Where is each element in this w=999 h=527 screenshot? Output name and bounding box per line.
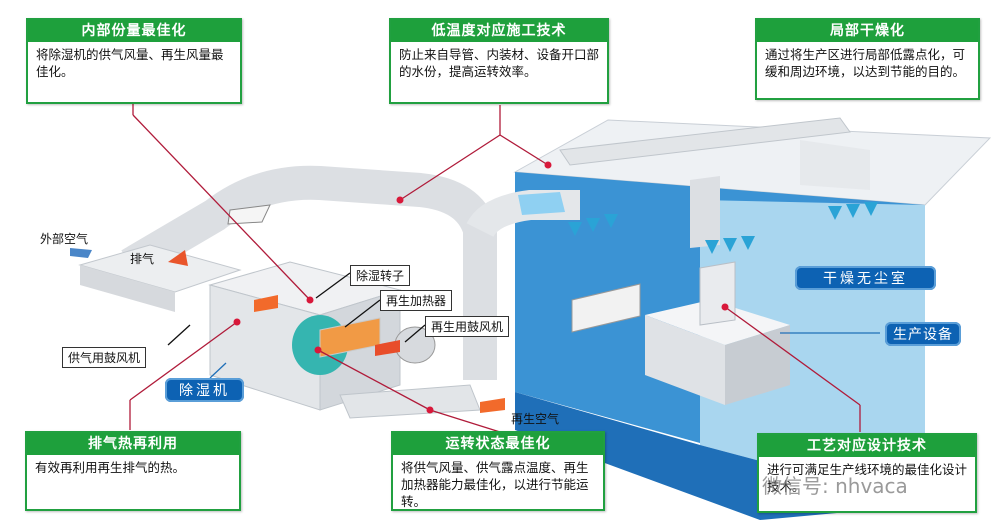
label-regen-air: 再生空气 bbox=[511, 412, 560, 426]
ceiling-duct bbox=[559, 117, 851, 166]
leader-dots bbox=[233, 161, 729, 414]
callout-local-dry: 局部干燥化 通过将生产区进行局部低露点化，可缓和周边环境，以达到节能的目的。 bbox=[755, 18, 980, 100]
label-outside-air: 外部空气 bbox=[40, 232, 89, 246]
callout-body: 防止来自导管、内装材、设备开口部的水份，提高运转效率。 bbox=[399, 47, 600, 79]
callout-operation: 运转状态最佳化 将供气风量、供气露点温度、再生加热器能力最佳化，以进行节能运转。 bbox=[391, 431, 605, 511]
callout-title: 低温度对应施工技术 bbox=[391, 20, 607, 42]
duct-inlet-arrow bbox=[518, 192, 565, 215]
vent-grille bbox=[571, 283, 641, 333]
callout-low-temp: 低温度对应施工技术 防止来自导管、内装材、设备开口部的水份，提高运转效率。 bbox=[389, 18, 609, 104]
callout-internal-airflow: 内部份量最佳化 将除湿机的供气风量、再生风量最佳化。 bbox=[26, 18, 242, 104]
label-dry-room: 干燥无尘室 bbox=[795, 266, 936, 290]
label-heater: 再生加热器 bbox=[380, 290, 453, 311]
branch-duct bbox=[800, 140, 870, 190]
leader-lines bbox=[129, 102, 861, 433]
callout-title: 排气热再利用 bbox=[27, 433, 239, 455]
equipment-side bbox=[725, 325, 790, 405]
return-duct bbox=[121, 165, 497, 380]
regen-air-arrow bbox=[480, 398, 505, 413]
unit-exhaust-arrow bbox=[254, 295, 278, 312]
watermark: 微信号: nhvaca bbox=[762, 474, 908, 498]
callout-title: 内部份量最佳化 bbox=[28, 20, 240, 42]
callout-title: 工艺对应设计技术 bbox=[759, 435, 975, 457]
callout-body: 通过将生产区进行局部低露点化，可缓和周边环境，以达到节能的目的。 bbox=[765, 47, 966, 79]
callout-process: 工艺对应设计技术 进行可满足生产线环境的最佳化设计技术。 bbox=[757, 433, 977, 513]
outside-air-duct-front bbox=[80, 265, 175, 312]
heater-arrow bbox=[375, 340, 400, 356]
label-regen-fan: 再生用鼓风机 bbox=[425, 316, 510, 337]
air-flow-arrows bbox=[568, 202, 878, 254]
callout-title: 局部干燥化 bbox=[757, 20, 978, 42]
equipment-front bbox=[645, 315, 725, 405]
blue-leaders bbox=[209, 332, 880, 379]
duct-window-arrow bbox=[227, 204, 271, 225]
callout-body: 将除湿机的供气风量、再生风量最佳化。 bbox=[36, 47, 224, 79]
local-dry-unit bbox=[699, 261, 736, 326]
label-equipment: 生产设备 bbox=[885, 322, 961, 346]
callout-exhaust-heat: 排气热再利用 有效再利用再生排气的热。 bbox=[25, 431, 241, 511]
label-dehumidifier: 除湿机 bbox=[165, 378, 244, 402]
callout-body: 有效再利用再生排气的热。 bbox=[35, 460, 186, 475]
callout-body: 进行可满足生产线环境的最佳化设计技术。 bbox=[767, 462, 968, 494]
drop-duct bbox=[690, 176, 720, 248]
label-exhaust: 排气 bbox=[130, 252, 155, 266]
label-rotor: 除湿转子 bbox=[350, 265, 411, 286]
exhaust-arrow bbox=[168, 250, 188, 266]
outside-air-arrow bbox=[70, 248, 92, 258]
callout-title: 运转状态最佳化 bbox=[393, 433, 603, 455]
callout-body: 将供气风量、供气露点温度、再生加热器能力最佳化，以进行节能运转。 bbox=[401, 460, 589, 509]
black-leaders bbox=[167, 272, 426, 346]
label-supply-fan: 供气用鼓风机 bbox=[62, 347, 147, 368]
